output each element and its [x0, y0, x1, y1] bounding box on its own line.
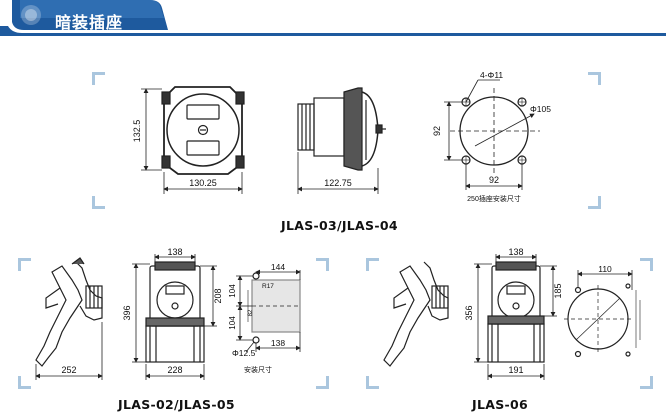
top-mount-template [450, 88, 540, 175]
right-front-dims [474, 254, 557, 380]
caption-top: JLAS-03/JLAS-04 [281, 218, 398, 233]
top-mount-holes: 4-Φ11 [480, 70, 503, 80]
right-side-view [383, 261, 449, 367]
frame-corner [366, 258, 379, 271]
frame-corner [588, 72, 601, 85]
right-front-dim-top: 138 [508, 247, 523, 257]
right-mount-dim-top: 110 [598, 264, 612, 274]
top-front-dims [141, 88, 243, 194]
right-mount-dims [577, 270, 641, 348]
frame-corner [316, 258, 329, 271]
left-mount-template [251, 272, 301, 344]
frame-corner [92, 196, 105, 209]
top-front-view [161, 86, 245, 175]
top-mount-dim-width: 92 [489, 175, 499, 185]
top-front-dim-height: 132.5 [132, 120, 142, 143]
right-front-view [487, 261, 545, 363]
left-side-dim-width: 252 [61, 365, 76, 375]
top-side-dim-width: 122.75 [324, 178, 352, 188]
left-mount-dim-bottom: 138 [271, 338, 285, 348]
right-front-dim-right: 185 [553, 283, 563, 298]
caption-right: JLAS-06 [472, 397, 528, 412]
left-side-dims [35, 322, 103, 380]
top-mount-dims [444, 79, 535, 190]
frame-corner [18, 258, 31, 271]
left-mount-dim-upper: 104 [228, 284, 237, 298]
left-front-dim-height: 396 [122, 305, 132, 320]
top-side-dims [297, 152, 379, 194]
left-mount-dim-top: 144 [271, 262, 285, 272]
left-front-dim-width: 228 [167, 365, 182, 375]
caption-left: JLAS-02/JLAS-05 [118, 397, 235, 412]
frame-corner [640, 376, 653, 389]
right-front-dim-height: 356 [464, 305, 474, 320]
left-front-dim-right: 208 [213, 288, 223, 303]
left-mount-dims [236, 269, 301, 353]
frame-corner [316, 376, 329, 389]
left-front-dims [132, 254, 217, 380]
frame-corner [18, 376, 31, 389]
left-mount-hole: Φ12.5 [232, 348, 256, 358]
top-mount-dim-height: 92 [432, 126, 442, 136]
top-front-dim-width: 130.25 [189, 178, 217, 188]
left-mount-radius: R17 [262, 283, 274, 290]
frame-corner [366, 376, 379, 389]
frame-corner [640, 258, 653, 271]
top-side-view [297, 87, 386, 171]
right-mount-template [564, 283, 632, 358]
frame-corner [588, 196, 601, 209]
top-mount-note: 250插座安装尺寸 [467, 194, 521, 203]
section-header: 暗装插座 [0, 0, 666, 36]
page-title: 暗装插座 [55, 13, 124, 32]
frame-corner [92, 72, 105, 85]
left-front-dim-top: 138 [167, 247, 182, 257]
left-mount-dim-lower: 104 [228, 316, 237, 330]
right-front-dim-width: 191 [508, 365, 523, 375]
left-mount-note: 安装尺寸 [244, 365, 272, 374]
left-side-view [35, 257, 103, 367]
top-mount-diameter: Φ105 [530, 104, 551, 114]
header-banner [0, 0, 666, 36]
left-mount-dim-mid: 82 [248, 309, 254, 316]
left-front-view [145, 261, 205, 363]
